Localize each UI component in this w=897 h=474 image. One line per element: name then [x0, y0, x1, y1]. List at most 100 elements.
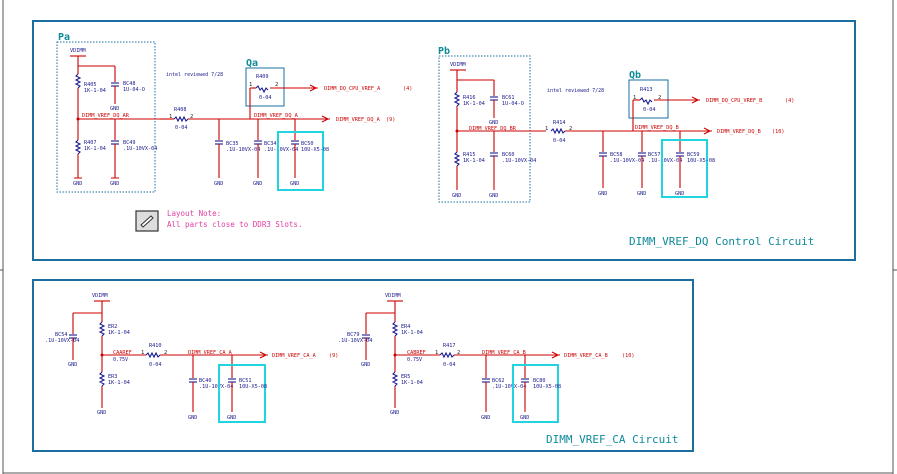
svg-text:1K-1-04: 1K-1-04	[108, 380, 130, 386]
svg-text:1K-1-04: 1K-1-04	[401, 330, 423, 336]
svg-text:0-04: 0-04	[553, 138, 566, 144]
resistor-er2: ER2 1K-1-04	[98, 321, 130, 337]
gnd-label: GND	[598, 191, 607, 197]
svg-text:BC34: BC34	[264, 141, 277, 147]
page-ref: (10)	[772, 129, 785, 135]
pa-block	[56, 41, 156, 193]
svg-text:1K-1-04: 1K-1-04	[84, 88, 106, 94]
svg-text:10U-X5-08: 10U-X5-08	[687, 158, 715, 164]
svg-text:.1U-10VX-04: .1U-10VX-04	[610, 158, 644, 164]
svg-text:Layout Note:: Layout Note:	[167, 209, 221, 218]
svg-text:R413: R413	[640, 87, 653, 93]
gnd-label: GND	[73, 181, 82, 187]
page-ref: (9)	[386, 117, 395, 123]
page-ref: (4)	[403, 86, 412, 92]
review-note: intel reviewed 7/28	[166, 72, 223, 78]
net-ca-a-wire: DIMM_VREF_CA_A	[188, 350, 233, 356]
capacitor-bc60: BC60 .1U-10VX-04	[490, 152, 536, 164]
gnd-label: GND	[520, 415, 529, 421]
gnd-label: GND	[110, 181, 119, 187]
svg-text:2: 2	[190, 114, 193, 120]
net-dq-cpu-a: DIMM_DQ_CPU_VREF_A	[324, 86, 381, 92]
svg-text:1U-04-O: 1U-04-O	[123, 87, 145, 93]
capacitor-bc49: BC49 .1U-10VX-04	[111, 140, 157, 152]
net-cabref: CABREF	[407, 350, 426, 356]
svg-text:2: 2	[457, 350, 460, 356]
svg-text:ER3: ER3	[108, 374, 117, 380]
resistor-r405: R405 1K-1-04	[74, 73, 106, 94]
svg-text:BC54: BC54	[55, 332, 68, 338]
gnd-label: GND	[637, 191, 646, 197]
svg-text:BC49: BC49	[123, 140, 136, 146]
ca-section-frame	[32, 279, 694, 452]
vdimm-label: VDIMM	[70, 48, 86, 54]
svg-text:.1U-10VX-04: .1U-10VX-04	[492, 384, 526, 390]
svg-text:BC61: BC61	[502, 95, 515, 101]
svg-text:ER5: ER5	[401, 374, 410, 380]
qb-block-label: Qb	[629, 70, 641, 81]
qa-block	[245, 67, 285, 107]
svg-text:BC51: BC51	[239, 378, 252, 384]
layout-note: Layout Note: All parts close to DDR3 Slo…	[135, 209, 302, 232]
gnd-label: GND	[489, 193, 498, 199]
ca-section-title: DIMM_VREF_CA Circuit	[546, 433, 678, 446]
review-note: intel reviewed 7/28	[547, 88, 604, 94]
gnd-label: GND	[481, 415, 490, 421]
bulk-cap-highlight	[661, 139, 708, 198]
svg-text:.1U-10VX-04: .1U-10VX-04	[45, 338, 79, 344]
svg-text:1: 1	[169, 114, 172, 120]
gnd-label: GND	[290, 181, 299, 187]
capacitor-bc54: BC54 .1U-10VX-04	[45, 332, 79, 344]
net-dq-ar: DIMM_VREF_DQ_AR	[82, 113, 130, 119]
net-dq-cpu-b: DIMM_DQ_CPU_VREF_B	[706, 98, 762, 104]
svg-text:BC40: BC40	[199, 378, 212, 384]
capacitor-bc35: BC35 .1U-10VX-04	[215, 140, 260, 153]
svg-text:1: 1	[249, 82, 252, 88]
svg-text:1K-1-04: 1K-1-04	[84, 146, 106, 152]
net-dq-a-offpage: DIMM_VREF_DQ_A	[336, 117, 381, 123]
capacitor-bc48: BC48 1U-04-O	[111, 81, 145, 93]
gnd-label: GND	[253, 181, 262, 187]
svg-text:BC48: BC48	[123, 81, 136, 87]
net-ca-a-offpage: DIMM_VREF_CA_A	[272, 353, 317, 359]
voltage-label: 0.75V	[113, 357, 128, 363]
pa-block-label: Pa	[58, 32, 70, 43]
svg-text:1K-1-04: 1K-1-04	[401, 380, 423, 386]
svg-text:2: 2	[275, 82, 278, 88]
capacitor-bc34: BC34 .1U-10VX-04	[254, 140, 298, 153]
qa-block-label: Qa	[246, 58, 258, 69]
capacitor-bc61: BC61 1U-04-O	[490, 95, 524, 107]
vdimm-label: VDIMM	[385, 293, 401, 299]
svg-text:2: 2	[569, 126, 572, 132]
svg-text:R410: R410	[149, 343, 162, 349]
svg-text:1: 1	[435, 350, 438, 356]
svg-text:2: 2	[658, 95, 661, 101]
page-ref: (10)	[622, 353, 635, 359]
svg-text:BC57: BC57	[648, 152, 661, 158]
gnd-label: GND	[489, 120, 498, 126]
svg-text:BC60: BC60	[502, 152, 515, 158]
bulk-cap-highlight	[512, 364, 559, 423]
gnd-label: GND	[675, 191, 684, 197]
capacitor-bc58: BC58 .1U-10VX-04	[599, 152, 644, 164]
svg-text:0-04: 0-04	[149, 362, 162, 368]
svg-text:0-04: 0-04	[643, 107, 656, 113]
svg-text:10U-X5-08: 10U-X5-08	[239, 384, 267, 390]
svg-text:1K-1-04: 1K-1-04	[463, 158, 485, 164]
svg-text:0-04: 0-04	[443, 362, 456, 368]
gnd-label: GND	[214, 181, 223, 187]
svg-text:2: 2	[164, 350, 167, 356]
resistor-er3: ER3 1K-1-04	[98, 371, 130, 387]
gnd-label: GND	[361, 362, 370, 368]
capacitor-bc51: BC51 10U-X5-08	[228, 378, 267, 390]
dq-section-title: DIMM_VREF_DQ Control Circuit	[629, 235, 814, 248]
pb-block	[438, 55, 531, 203]
gnd-label: GND	[188, 415, 197, 421]
svg-text:BC79: BC79	[347, 332, 360, 338]
